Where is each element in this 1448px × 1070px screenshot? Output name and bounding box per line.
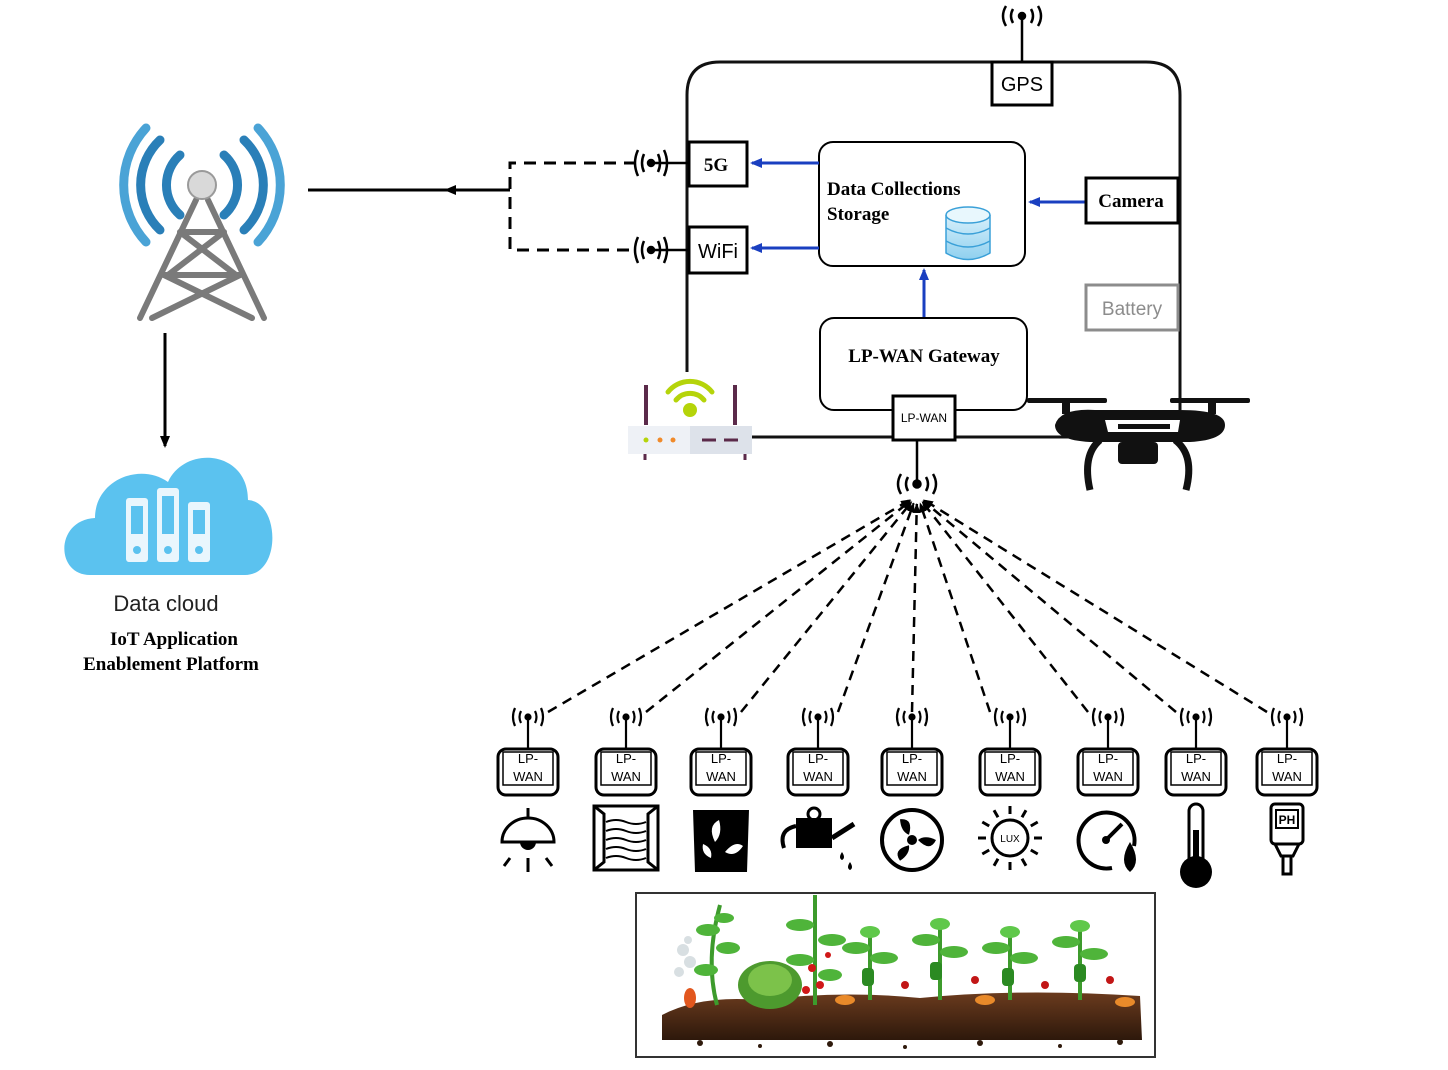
sensor-link bbox=[918, 502, 992, 713]
sensor-node: LP- WAN bbox=[592, 707, 660, 872]
sensor-link bbox=[922, 499, 1177, 713]
sensor-node: LP- WAN bbox=[1076, 707, 1140, 872]
window-screen-icon bbox=[592, 804, 660, 872]
sensor-link bbox=[923, 498, 1268, 714]
sensor-antenna-icon bbox=[993, 707, 1027, 750]
lp-wan-label-line2: WAN bbox=[803, 769, 833, 784]
camera-module bbox=[1084, 176, 1180, 225]
cell-tower-icon bbox=[119, 123, 285, 321]
gateway-port bbox=[891, 394, 957, 442]
gateway-antenna-icon bbox=[896, 440, 938, 495]
svg-text:LUX: LUX bbox=[1000, 834, 1020, 845]
sensor-row: LP-WANLP-WANLP-WANLP-WANLP-WANLP-WANLUXL… bbox=[496, 707, 1319, 888]
sensor-links bbox=[547, 498, 1268, 714]
lp-wan-label-line1: LP- bbox=[902, 751, 922, 766]
lp-wan-label-line2: WAN bbox=[1093, 769, 1123, 784]
cloud-title: Data cloud bbox=[113, 591, 218, 616]
lp-wan-label-line1: LP- bbox=[1000, 751, 1020, 766]
database-icon bbox=[945, 206, 991, 261]
sensor-antenna-icon bbox=[1270, 707, 1304, 750]
svg-text:PH: PH bbox=[1279, 813, 1296, 827]
lp-wan-label-line1: LP- bbox=[808, 751, 828, 766]
lp-wan-label-line1: LP- bbox=[616, 751, 636, 766]
crop-bed-illustration bbox=[662, 895, 1142, 1049]
hub-frame bbox=[685, 60, 1182, 410]
cloud-subtitle-line2: Enablement Platform bbox=[83, 654, 259, 675]
gateway-port-label: LP-WAN bbox=[901, 411, 947, 425]
storage-label-line2: Storage bbox=[827, 204, 889, 225]
sensor-node: LP- WAN bbox=[780, 707, 856, 870]
lp-wan-label-line1: LP- bbox=[518, 751, 538, 766]
sensor-node: LP- WAN PH bbox=[1255, 707, 1319, 876]
lp-wan-label-line2: WAN bbox=[1272, 769, 1302, 784]
sensor-link bbox=[740, 501, 913, 713]
gps-label: GPS bbox=[1001, 74, 1043, 96]
sensor-node: LP- WAN bbox=[1164, 707, 1228, 888]
lp-wan-label-line1: LP- bbox=[1098, 751, 1118, 766]
sensor-node: LP- WAN bbox=[880, 707, 944, 872]
storage-label-line1: Data Collections bbox=[827, 179, 961, 200]
battery-module bbox=[1084, 283, 1180, 332]
lp-wan-label-line1: LP- bbox=[711, 751, 731, 766]
lp-wan-label-line2: WAN bbox=[706, 769, 736, 784]
wifi-module bbox=[687, 225, 749, 275]
lp-wan-label-line1: LP- bbox=[1277, 751, 1297, 766]
cloud-subtitle-line1: IoT Application bbox=[110, 629, 238, 650]
5g-antenna-icon bbox=[633, 149, 688, 177]
soil-bag-icon bbox=[693, 810, 749, 872]
sensor-antenna-icon bbox=[704, 707, 738, 750]
sensor-node: LP- WAN bbox=[496, 707, 560, 872]
5g-label: 5G bbox=[704, 155, 729, 176]
wireless-dashed-link bbox=[508, 161, 636, 252]
ph-meter-icon: PH bbox=[1269, 802, 1305, 876]
thermometer-icon bbox=[1180, 802, 1212, 888]
lp-wan-label-line1: LP- bbox=[1186, 751, 1206, 766]
lamp-icon bbox=[500, 808, 556, 872]
sensor-link bbox=[836, 502, 915, 713]
sensor-link bbox=[921, 501, 1089, 713]
pepper-plants bbox=[842, 918, 1108, 1000]
sensor-antenna-icon bbox=[1179, 707, 1213, 750]
sensor-link bbox=[910, 502, 921, 713]
lp-wan-label-line2: WAN bbox=[995, 769, 1025, 784]
sensor-node: LP- WAN bbox=[689, 707, 753, 872]
sensor-antenna-icon bbox=[511, 707, 545, 750]
wifi-antenna-icon bbox=[633, 236, 688, 264]
gps-antenna-icon bbox=[1001, 5, 1043, 62]
sensor-antenna-icon bbox=[801, 707, 835, 750]
sensor-antenna-icon bbox=[609, 707, 643, 750]
sensor-node: LP- WAN LUX bbox=[978, 707, 1042, 870]
battery-label: Battery bbox=[1102, 299, 1163, 320]
lp-wan-label-line2: WAN bbox=[897, 769, 927, 784]
humidity-gauge-icon bbox=[1076, 810, 1137, 872]
wifi-label: WiFi bbox=[698, 241, 738, 263]
lp-wan-label-line2: WAN bbox=[611, 769, 641, 784]
sensor-link bbox=[645, 499, 912, 713]
5g-module bbox=[687, 140, 749, 188]
sensor-antenna-icon bbox=[895, 707, 929, 750]
gateway-label: LP-WAN Gateway bbox=[848, 346, 1000, 367]
lp-wan-label-line2: WAN bbox=[1181, 769, 1211, 784]
sensor-link bbox=[547, 498, 911, 714]
fan-icon bbox=[880, 808, 944, 872]
drone-icon bbox=[1027, 398, 1250, 491]
lux-sensor-icon: LUX bbox=[978, 806, 1042, 870]
gps-module bbox=[990, 60, 1054, 107]
camera-label: Camera bbox=[1098, 191, 1164, 212]
data-cloud-icon bbox=[64, 457, 273, 575]
lp-wan-label-line2: WAN bbox=[513, 769, 543, 784]
sensor-antenna-icon bbox=[1091, 707, 1125, 750]
wifi-router-icon bbox=[628, 378, 752, 460]
watering-can-icon bbox=[780, 806, 856, 870]
